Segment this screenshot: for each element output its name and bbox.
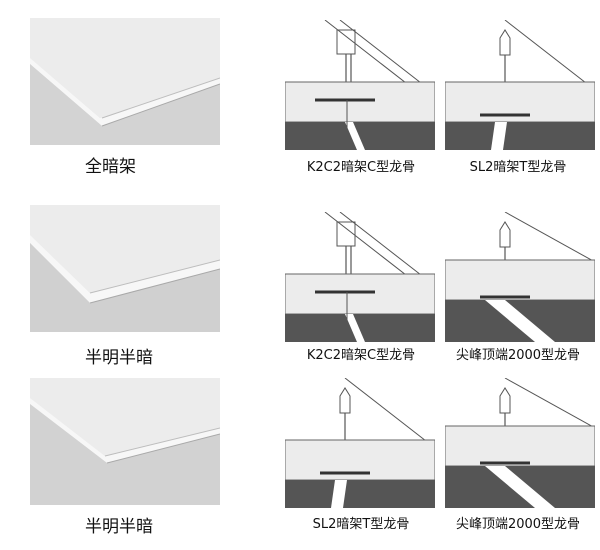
photo-label-2: 半明半暗 xyxy=(85,348,153,368)
t-keel-diagram-3 xyxy=(285,378,435,508)
c-keel-diagram-2 xyxy=(285,212,435,342)
diagram-label-2-2: 尖峰顶端2000型龙骨 xyxy=(455,348,581,363)
ceiling-panel-photo-3 xyxy=(30,378,220,505)
panel-corner-illustration-2 xyxy=(30,205,220,332)
t-keel-diagram-1 xyxy=(445,20,595,150)
panel-corner-illustration-3 xyxy=(30,378,220,505)
photo-label-1: 全暗架 xyxy=(85,157,136,177)
ceiling-panel-photo-1 xyxy=(30,18,220,145)
diagram-label-1-1: K2C2暗架C型龙骨 xyxy=(306,160,416,175)
diagram-label-3-1: SL2暗架T型龙骨 xyxy=(312,517,410,532)
peak-keel-diagram-3 xyxy=(445,378,595,508)
panel-corner-illustration xyxy=(30,18,220,145)
diagram-label-1-2: SL2暗架T型龙骨 xyxy=(469,160,567,175)
photo-label-3: 半明半暗 xyxy=(85,517,153,537)
diagram-label-3-2: 尖峰顶端2000型龙骨 xyxy=(455,517,581,532)
diagram-label-2-1: K2C2暗架C型龙骨 xyxy=(306,348,416,363)
c-keel-diagram-1 xyxy=(285,20,435,150)
peak-keel-diagram-2 xyxy=(445,212,595,342)
ceiling-panel-photo-2 xyxy=(30,205,220,332)
